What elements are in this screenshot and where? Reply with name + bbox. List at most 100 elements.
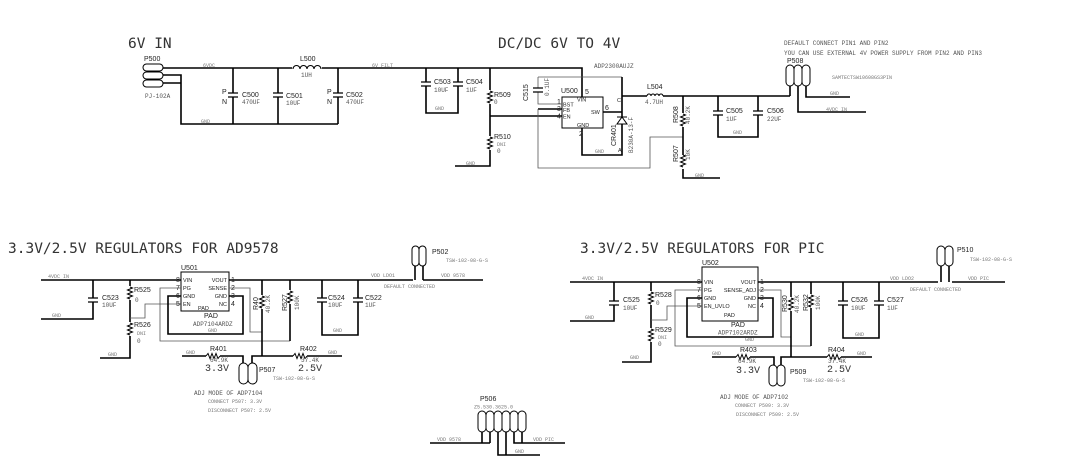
- u501-pin-name: EN: [183, 302, 191, 308]
- net-gnd: GND: [328, 350, 337, 356]
- u501-pin-name: GND: [215, 294, 227, 300]
- u501-left-pins: 8 VIN 7 PG 6 GND 5 EN: [176, 277, 195, 308]
- net-gnd-r510: GND: [466, 161, 475, 167]
- symbol-gap: [752, 111, 764, 115]
- resistor-symbol: [826, 353, 842, 361]
- regulator-ad9578: 4VDC IN GND GND C523 10UF R525 0 R526 DN…: [48, 249, 488, 414]
- capacitor-symbol: [874, 300, 884, 306]
- resistor-symbol: [735, 353, 751, 361]
- c525-ref: C525: [623, 297, 640, 304]
- c500-ref: C500: [242, 92, 259, 99]
- u502-pin-name: SENSE_ADJ: [724, 288, 756, 294]
- net-gnd: GND: [333, 328, 342, 334]
- u500-pinnum-2: 2: [579, 131, 583, 138]
- r507-value: 10K: [685, 149, 692, 160]
- capacitor-symbol: [317, 297, 327, 303]
- c522-value: 1UF: [365, 302, 376, 309]
- u500-pin-fb: FB: [563, 108, 570, 114]
- net-gnd-u500: GND: [595, 149, 604, 155]
- net-4vdc-in: 4VDC IN: [582, 276, 603, 282]
- p508-note-line2: YOU CAN USE EXTERNAL 4V POWER SUPPLY FRO…: [784, 50, 982, 57]
- capacitor-symbol: [88, 297, 98, 303]
- r529-dni: DNI: [658, 335, 667, 341]
- u501-ref: U501: [181, 265, 198, 272]
- c523-ref: C523: [102, 295, 119, 302]
- p507-ref: P507: [259, 367, 275, 374]
- connector-pin: [493, 410, 503, 433]
- wire: [251, 355, 342, 364]
- c505-value: 1UF: [726, 116, 737, 123]
- connector-pin: [944, 245, 954, 267]
- r528-value: 0: [656, 300, 660, 307]
- wire: [537, 77, 562, 105]
- connector-pin: [142, 63, 164, 72]
- net-gnd: GND: [201, 119, 210, 125]
- net-vdd-ldo1: VDD LDO1: [371, 273, 395, 279]
- wire: [674, 289, 811, 347]
- net-gnd: GND: [712, 351, 721, 357]
- symbol-gap: [272, 93, 284, 97]
- net-gnd: GND: [108, 352, 117, 358]
- p506-net-gnd: GND: [515, 449, 524, 455]
- p506-ref: P506: [480, 396, 496, 403]
- r529-ref: R529: [655, 327, 672, 334]
- p500-ref: P500: [144, 56, 160, 63]
- u500-pinnum-5: 5: [585, 89, 589, 96]
- capacitor-symbol: [273, 92, 283, 98]
- r40-ref: R40: [253, 297, 260, 310]
- net-gnd: GND: [585, 315, 594, 321]
- wire: [159, 287, 290, 342]
- p509-ref: P509: [790, 369, 806, 376]
- adj-mode-disconnect: DISCONNECT P509: 2.5V: [736, 412, 799, 418]
- cr401-ref: CR401: [611, 124, 618, 146]
- symbol-gap: [681, 155, 685, 169]
- u502-pin-num: 3: [760, 295, 764, 302]
- connector-pin: [418, 245, 427, 267]
- symbol-gap: [332, 93, 344, 97]
- l500-ref: L500: [300, 56, 316, 63]
- u500-pinnum-6: 6: [605, 105, 609, 112]
- u502-pin-name: PG: [704, 288, 712, 294]
- net-vdd-9578: VDD 9578: [441, 273, 465, 279]
- wire: [717, 96, 759, 138]
- resistor-symbol: [647, 291, 655, 305]
- capacitor-symbol: [421, 81, 431, 87]
- c500-pol-n: N: [222, 99, 227, 106]
- p508-ref: P508: [787, 58, 803, 65]
- u502-pin-name: VIN: [704, 280, 713, 286]
- connector-pin: [776, 364, 786, 387]
- u501-pin-name: VIN: [183, 278, 192, 284]
- p502-ref: P502: [432, 249, 448, 256]
- r401-value: 64.9K: [210, 357, 228, 364]
- c524-ref: C524: [328, 295, 345, 302]
- c502-value: 470UF: [346, 99, 364, 106]
- resistor-symbol: [807, 294, 815, 308]
- wire: [842, 282, 880, 339]
- adj-mode-disconnect: DISCONNECT P507: 2.5V: [208, 408, 271, 414]
- u501-gnd: GND: [208, 328, 217, 334]
- u500-pinnum-3: 3: [557, 106, 561, 113]
- connector-pin: [501, 410, 511, 433]
- resistor-symbol: [787, 297, 795, 311]
- adj-mode-connect: CONNECT P507: 3.3V: [208, 399, 262, 405]
- symbol-gap: [227, 93, 239, 97]
- c500-value: 470UF: [242, 99, 260, 106]
- wire: [321, 280, 359, 336]
- wire: [537, 109, 683, 169]
- u501-pin-num: 7: [176, 285, 180, 292]
- symbol-gap: [608, 301, 620, 305]
- wire: [167, 295, 244, 335]
- resistor-symbol: [126, 322, 134, 336]
- net-gnd: GND: [855, 332, 864, 338]
- u501-part: ADP7104ARDZ: [193, 321, 233, 328]
- symbol-gap: [352, 298, 364, 302]
- u500-pin-sw: SW: [591, 110, 601, 116]
- u501-right-pins: 1 VOUT 2 SENSE 3 GND 4 NC: [208, 277, 235, 308]
- capacitor-symbol: [838, 300, 848, 306]
- symbol-gap: [420, 82, 432, 86]
- r532-ref: R532: [803, 294, 810, 311]
- net-4vdc-in: 4VDC IN: [826, 107, 847, 113]
- u502-right-pins: 1 VOUT 2 SENSE_ADJ 3 GND 4 NC: [724, 279, 764, 310]
- r526-value: 0: [137, 338, 141, 345]
- wire: [758, 289, 791, 338]
